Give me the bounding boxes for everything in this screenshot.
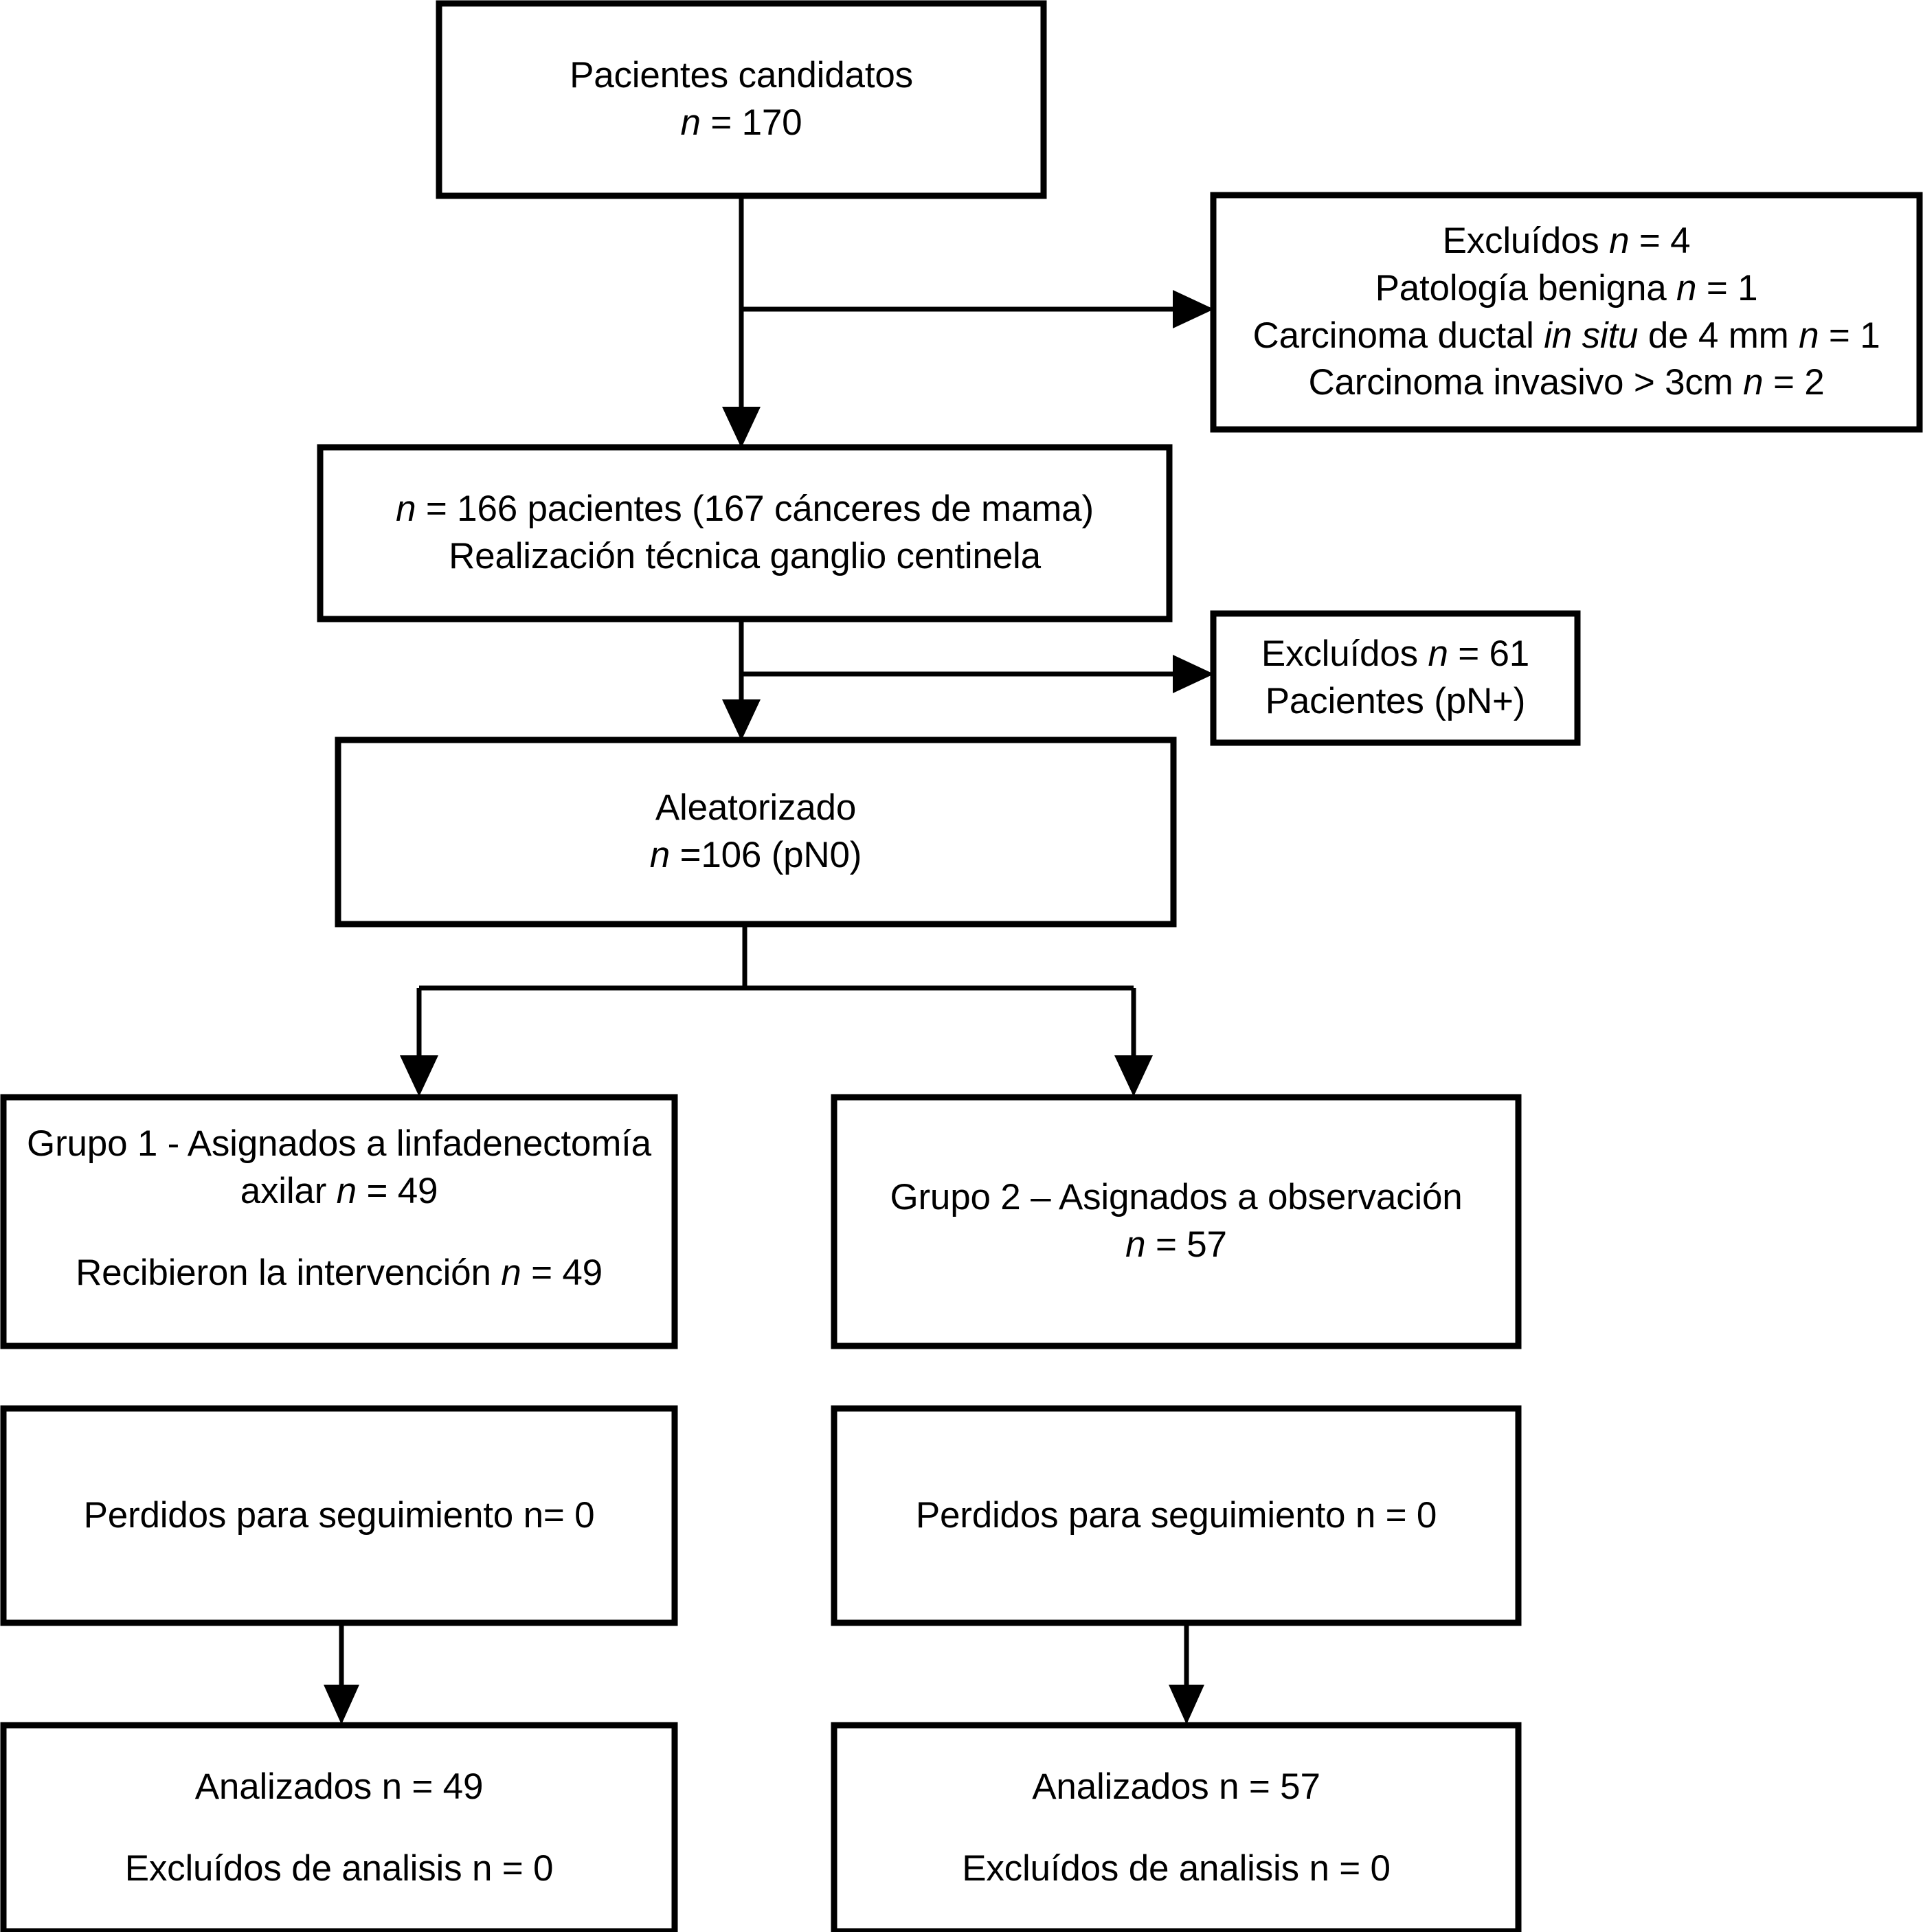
box-excluidos-1 (1210, 192, 1923, 433)
box-grupo-2-perdidos (831, 1405, 1522, 1626)
arrow-head-down-grupo-2 (1114, 1055, 1153, 1097)
box-grupo-2-analizados (831, 1722, 1522, 1932)
arrow-head-down-grupo-1 (400, 1055, 438, 1097)
arrow-head-right-excluded-1 (1173, 290, 1214, 328)
box-grupo-2-asignados (831, 1094, 1522, 1349)
connector-grupo-1-perdidos-to-analizados (324, 1623, 359, 1725)
arrow-head-down-sentinel (722, 407, 761, 448)
box-ganglio-centinela (317, 444, 1173, 622)
connector-grupo-2-perdidos-to-analizados (1169, 1623, 1204, 1725)
connector-sentinel-to-randomized (722, 619, 761, 741)
arrow-head-down-grupo-1-analizados (324, 1685, 359, 1725)
box-pacientes-candidatos (436, 0, 1047, 199)
box-aleatorizado (335, 737, 1177, 928)
arrow-head-down-randomized (722, 699, 761, 741)
box-grupo-1-perdidos (0, 1405, 678, 1626)
arrow-head-right-excluded-2 (1173, 655, 1214, 693)
arrow-head-down-grupo-2-analizados (1169, 1685, 1204, 1725)
connector-randomized-fork (400, 924, 1153, 1097)
connector-candidates-to-sentinel (722, 196, 761, 448)
connector-candidates-to-excluded-1 (741, 290, 1214, 328)
box-grupo-1-analizados (0, 1722, 678, 1932)
box-grupo-1-asignados (0, 1094, 678, 1349)
box-excluidos-2 (1210, 610, 1581, 746)
connector-sentinel-to-excluded-2 (741, 655, 1214, 693)
